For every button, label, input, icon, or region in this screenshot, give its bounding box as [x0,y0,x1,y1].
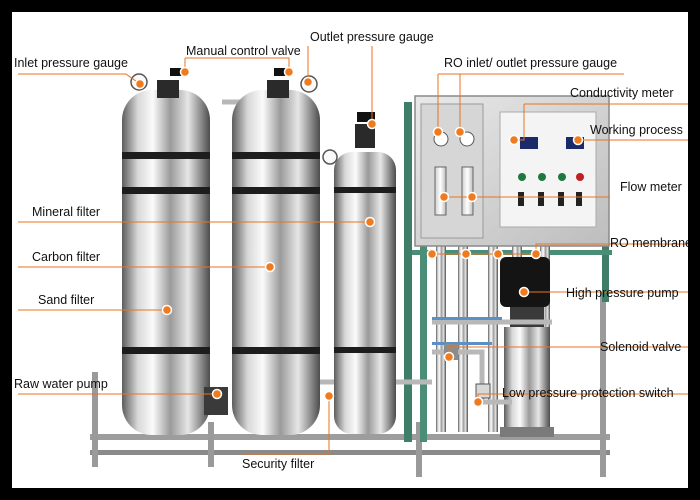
label-ro-membrane: RO membrane [610,236,688,250]
label-flow-meter: Flow meter [620,180,682,194]
label-mineral-filter: Mineral filter [32,205,101,219]
label-conductivity-meter: Conductivity meter [570,86,674,100]
marker-ro-gauge-1 [432,126,444,138]
label-security-filter: Security filter [242,457,315,471]
marker-ro-membrane-3 [492,248,504,260]
carbon-filter-tank [232,68,320,435]
marker-manual-control-valve-2 [283,66,295,78]
marker-ro-membrane-1 [426,248,438,260]
mineral-filter-tank [334,112,396,434]
base-frame [90,292,610,477]
marker-conductivity-meter [508,134,520,146]
marker-solenoid-valve [443,351,455,363]
marker-high-pressure-pump [518,286,530,298]
label-manual-control-valve: Manual control valve [186,44,301,58]
label-raw-water-pump: Raw water pump [14,377,108,391]
label-low-pressure-protection-switch: Low pressure protection switch [502,386,674,400]
label-ro-inlet-outlet-pressure-gauge: RO inlet/ outlet pressure gauge [444,56,618,70]
marker-ro-membrane-4 [530,248,542,260]
marker-mineral-filter [364,216,376,228]
marker-flow-meter-1 [438,191,450,203]
marker-dots [134,66,584,408]
label-carbon-filter: Carbon filter [32,250,101,264]
marker-outlet-pressure-gauge-2 [366,118,378,130]
marker-inlet-pressure-gauge [134,78,146,90]
sand-filter-tank [122,68,210,435]
marker-sand-filter [161,304,173,316]
label-working-process: Working process [590,123,683,137]
marker-ro-membrane-2 [460,248,472,260]
marker-flow-meter-2 [466,191,478,203]
label-solenoid-valve: Solenoid valve [600,340,682,354]
marker-working-process [572,134,584,146]
marker-low-pressure-switch [472,396,484,408]
label-sand-filter: Sand filter [38,293,95,307]
tube-clamps [432,317,502,345]
diagram-canvas: Inlet pressure gauge Manual control valv… [12,12,688,488]
control-panel [414,95,610,247]
leader-lines [18,46,688,455]
marker-carbon-filter [264,261,276,273]
marker-security-filter [323,390,335,402]
ro-system-illustration [18,46,688,477]
marker-ro-gauge-2 [454,126,466,138]
label-inlet-pressure-gauge: Inlet pressure gauge [14,56,128,70]
marker-manual-control-valve-1 [179,66,191,78]
marker-outlet-pressure-gauge-1 [302,76,314,88]
label-outlet-pressure-gauge: Outlet pressure gauge [310,30,434,44]
label-high-pressure-pump: High pressure pump [566,286,679,300]
high-pressure-pump [500,257,554,437]
marker-raw-water-pump [211,388,223,400]
